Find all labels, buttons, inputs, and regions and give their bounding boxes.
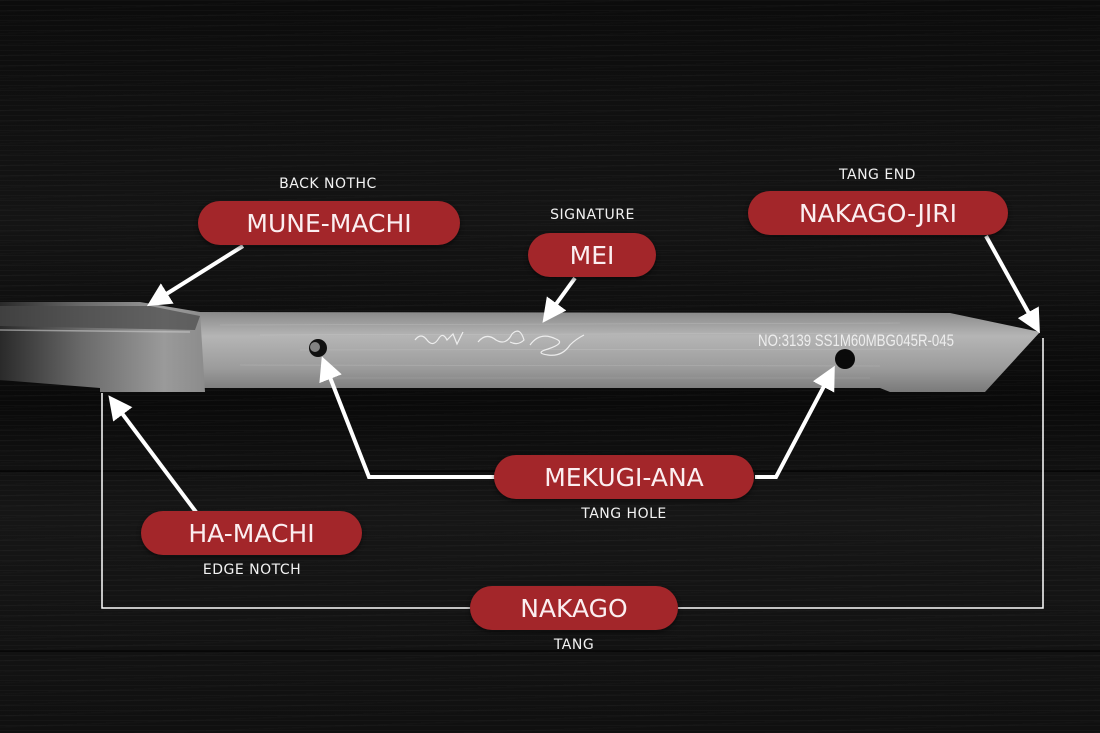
term-ha-machi: HA-MACHI — [188, 518, 315, 548]
caption-nakago-jiri: TANG END — [839, 167, 916, 183]
label-mekugi-ana: MEKUGI-ANA — [494, 455, 754, 499]
arrow-mei — [542, 276, 577, 323]
caption-mune-machi: BACK NOTHC — [279, 176, 377, 192]
label-mei: MEI — [528, 233, 656, 277]
arrow-nakago-jiri — [984, 235, 1040, 334]
serial-engraving: NO:3139 SS1M60MBG045R-045 — [758, 331, 955, 350]
caption-ha-machi: EDGE NOTCH — [202, 562, 302, 578]
label-mune-machi: MUNE-MACHI — [198, 201, 460, 245]
arrow-ha-machi — [108, 395, 198, 514]
term-nakago: NAKAGO — [520, 593, 628, 623]
term-mei: MEI — [569, 240, 615, 270]
label-nakago-jiri: NAKAGO-JIRI — [748, 191, 1008, 235]
wood-plank-seam — [0, 650, 1100, 652]
caption-nakago: TANG — [553, 637, 595, 653]
term-mune-machi: MUNE-MACHI — [246, 208, 412, 238]
mei-signature-engraving — [414, 330, 585, 356]
arrow-mune-machi — [146, 244, 245, 307]
label-ha-machi: HA-MACHI — [141, 511, 362, 555]
caption-mei: SIGNATURE — [550, 207, 635, 223]
term-nakago-jiri: NAKAGO-JIRI — [798, 198, 958, 228]
arrow-mekugi-ana-left — [319, 356, 495, 479]
label-nakago: NAKAGO — [470, 586, 678, 630]
term-mekugi-ana: MEKUGI-ANA — [544, 462, 704, 492]
caption-mekugi-ana: TANG HOLE — [581, 506, 667, 522]
arrow-mekugi-ana-right — [755, 365, 835, 479]
nakago-bracket-left — [101, 393, 470, 609]
nakago-bracket-right — [678, 338, 1044, 609]
